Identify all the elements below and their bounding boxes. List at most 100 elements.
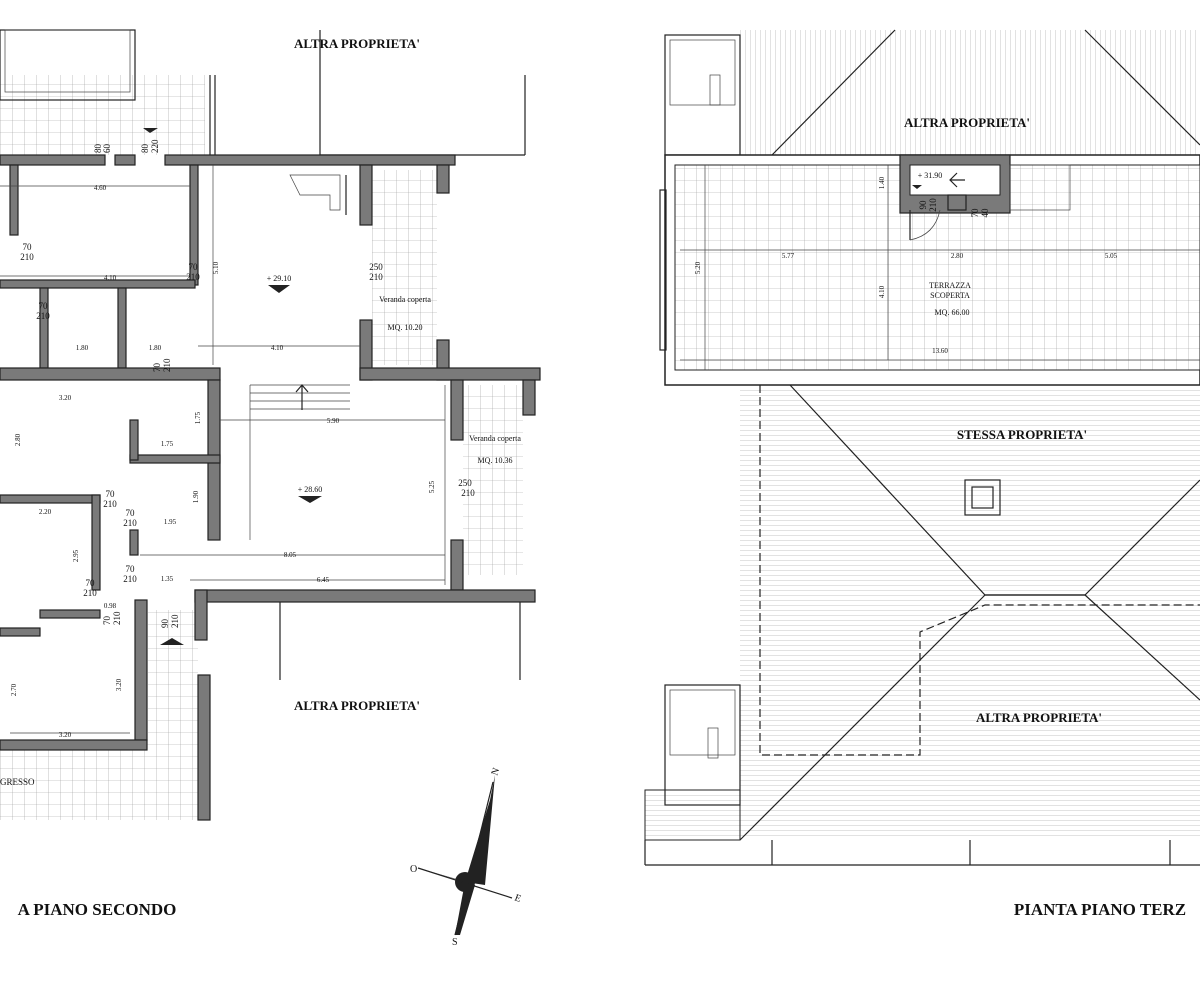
compass-north: N — [489, 766, 502, 777]
dim-label: 2.80 — [951, 252, 964, 260]
wall — [359, 367, 541, 381]
roof-ridge — [771, 29, 1200, 156]
dim-label: 3.20 — [59, 731, 72, 739]
compass-center — [455, 872, 475, 892]
dim-label: 2.80 — [14, 433, 22, 446]
wall — [39, 287, 49, 369]
dim-label: 3.20 — [115, 678, 123, 691]
neighbour-label-top: ALTRA PROPRIETA' — [294, 36, 420, 51]
dim-label: 0.98 — [104, 602, 117, 610]
dim-label: 4.10 — [104, 274, 117, 282]
compass-west: O — [410, 864, 417, 875]
level-marker-icon — [912, 185, 922, 189]
door-label: 210 — [103, 499, 117, 509]
dim-label: 1.35 — [161, 575, 174, 583]
terrace-name: TERRAZZA — [929, 281, 971, 290]
dim-label: 4.10 — [878, 285, 886, 298]
stair-arrow-icon — [949, 172, 965, 188]
dim-label: 1.75 — [194, 411, 202, 424]
door-label: 210 — [112, 611, 122, 625]
door-label: 210 — [369, 272, 383, 282]
door-label: 220 — [150, 139, 160, 153]
wall — [450, 379, 464, 441]
dim-label: 3.20 — [59, 394, 72, 402]
door-label: 70 — [189, 262, 199, 272]
side-volume — [664, 684, 741, 806]
entrance-floor — [0, 742, 150, 820]
wall — [134, 599, 148, 741]
right-plan: ALTRA PROPRIETA' STESSA PROPRIETA' ALTRA… — [644, 29, 1200, 919]
door-label: 60 — [102, 144, 112, 154]
wall — [129, 529, 139, 556]
dim-label: 2.95 — [72, 549, 80, 562]
door-label: 250 — [369, 262, 383, 272]
door-label: 70 — [126, 564, 136, 574]
veranda-name: Veranda coperta — [379, 295, 431, 304]
wall — [0, 494, 101, 504]
door-label: 70 — [970, 208, 980, 218]
chimney-icon — [971, 486, 994, 509]
dim-label: 1.75 — [161, 440, 174, 448]
entrance-arrow-icon — [160, 638, 184, 645]
left-plan: ALTRA PROPRIETA' ALTRA PROPRIETA' GRESSO… — [0, 29, 541, 919]
wall — [194, 589, 208, 641]
wall — [91, 494, 101, 591]
dim-label: 2.20 — [39, 508, 52, 516]
door-label: 210 — [186, 272, 200, 282]
roof-top — [740, 30, 1200, 155]
door-label: 210 — [461, 488, 475, 498]
wall — [129, 454, 221, 464]
wall — [0, 739, 148, 751]
entrance-arrow-icon — [143, 128, 158, 133]
plan-title-left: A PIANO SECONDO — [18, 900, 177, 919]
level-marker-icon — [268, 285, 290, 293]
neighbour-label-top: ALTRA PROPRIETA' — [904, 115, 1030, 130]
wall — [164, 154, 456, 166]
terrace-area: MQ. 66.00 — [935, 308, 970, 317]
door-label: 70 — [86, 578, 96, 588]
dim-label: 1.90 — [192, 490, 200, 503]
level-label: + 29.10 — [267, 274, 292, 283]
dim-label: 4.60 — [94, 184, 107, 192]
door-label: 210 — [83, 588, 97, 598]
dim-label: 5.05 — [1105, 252, 1118, 260]
dim-label: 4.10 — [271, 344, 284, 352]
wall — [522, 379, 536, 416]
wall — [129, 419, 139, 461]
compass-east: E — [513, 892, 523, 904]
veranda-2-floor — [463, 385, 523, 575]
dim-label: 2.70 — [10, 683, 18, 696]
door-label: 70 — [102, 616, 112, 626]
door-label: 90 — [918, 200, 928, 210]
chimney-icon — [964, 479, 1001, 516]
dim-label: 6.45 — [317, 576, 330, 584]
compass-south: S — [452, 937, 458, 948]
dim-label: 5.10 — [212, 261, 220, 274]
door-label: 70 — [126, 508, 136, 518]
door-label: 40 — [980, 208, 990, 218]
veranda-1-floor — [372, 170, 437, 365]
dim-label: 13.60 — [932, 347, 948, 355]
veranda-area: MQ. 10.20 — [388, 323, 423, 332]
property-boundary — [759, 385, 1200, 756]
wall — [39, 609, 101, 619]
side-volume — [664, 34, 741, 156]
door-label: 210 — [36, 311, 50, 321]
door-label: 210 — [20, 252, 34, 262]
dim-label: 5.77 — [782, 252, 795, 260]
wall — [0, 154, 106, 166]
veranda-area: MQ. 10.36 — [478, 456, 513, 465]
veranda-name: Veranda coperta — [469, 434, 521, 443]
door-label: 210 — [170, 614, 180, 628]
door-labels: 80 60 80 220 70 210 70 210 70 210 250 21… — [20, 139, 475, 628]
level-marker-icon — [298, 496, 322, 503]
door-label: 70 — [152, 363, 162, 373]
neighbour-label-bottom: ALTRA PROPRIETA' — [294, 698, 420, 713]
door-label: 210 — [162, 358, 172, 372]
door-label: 80 — [140, 144, 150, 154]
wall — [0, 367, 221, 381]
wall — [114, 154, 136, 166]
door-label: 80 — [93, 144, 103, 154]
stair — [249, 174, 350, 540]
terrace-name: SCOPERTA — [930, 291, 970, 300]
